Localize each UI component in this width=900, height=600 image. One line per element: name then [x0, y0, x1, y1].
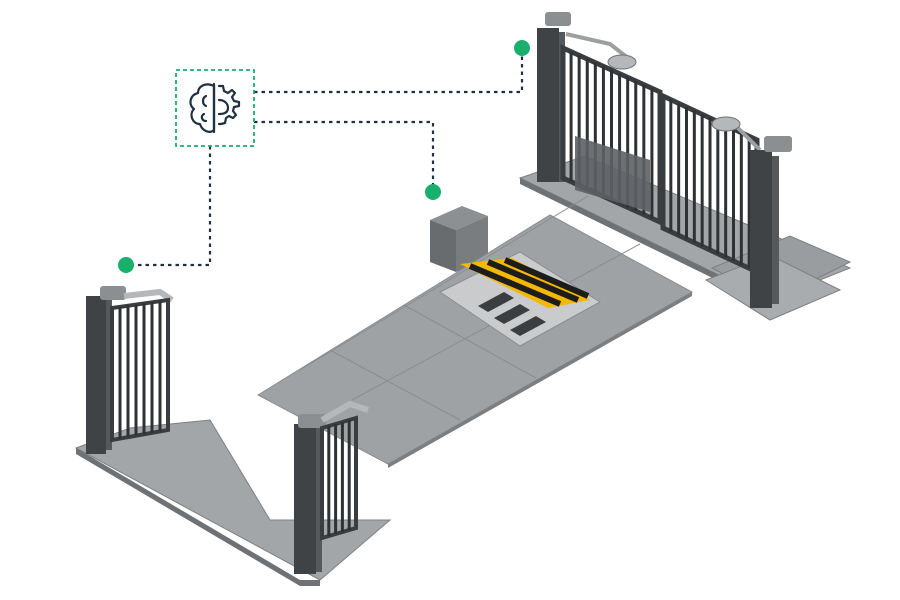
node-double-gate	[514, 40, 530, 56]
right-gate-front-operator	[764, 136, 792, 152]
right-gate-operator-1	[608, 55, 636, 69]
connector-to-power-unit	[254, 122, 433, 190]
connector-to-left-gate	[126, 146, 210, 265]
connector-to-double-gate	[254, 50, 522, 92]
node-left-gate	[118, 257, 134, 273]
right-gate-back-post	[537, 28, 559, 182]
right-gate-front-post	[750, 150, 772, 308]
right-gate-front-post-side	[772, 156, 779, 304]
left-gate-leaf-bars	[120, 301, 160, 438]
front-gate-operator	[298, 414, 326, 428]
node-road-blocker-unit	[425, 184, 441, 200]
front-gate-post	[294, 424, 316, 574]
left-gate-post	[86, 296, 106, 454]
left-gate-operator	[100, 286, 126, 300]
right-gate-back-operator	[545, 12, 571, 26]
right-gate-operator-2	[712, 117, 740, 131]
controller-box	[176, 70, 254, 146]
single-swing-gate-pair	[76, 286, 390, 586]
